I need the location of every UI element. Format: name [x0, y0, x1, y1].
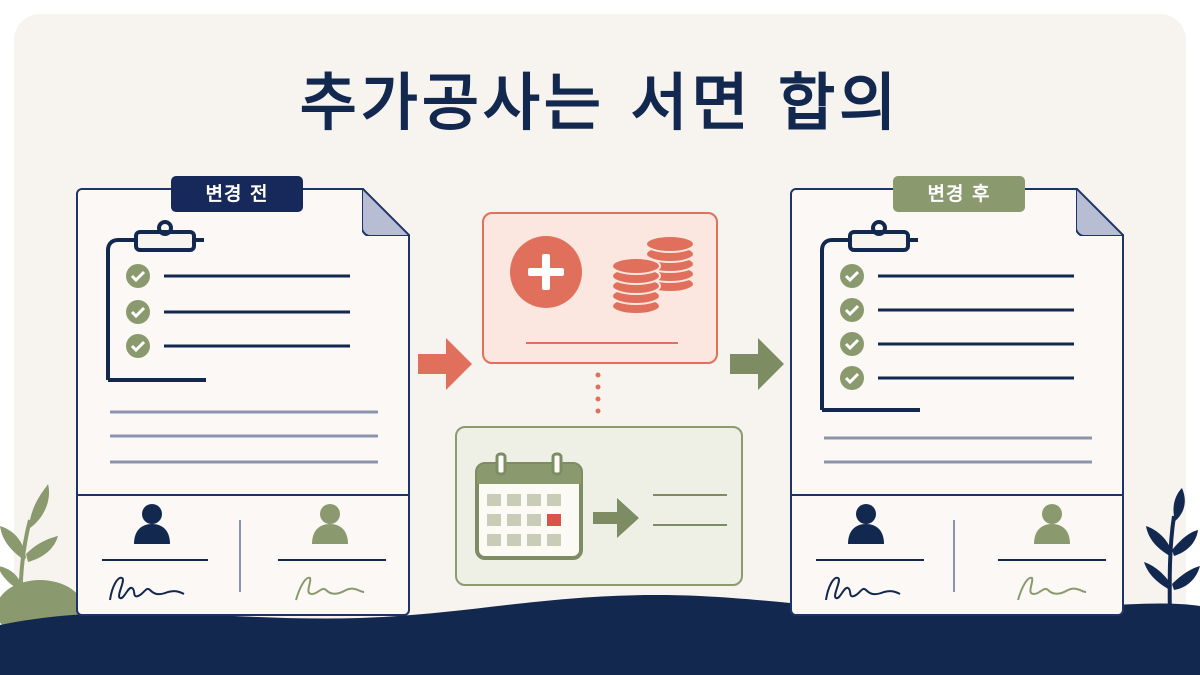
signature-split: [239, 520, 241, 592]
checkmark-icon: [840, 264, 864, 288]
checkmark-icon: [126, 334, 150, 358]
cost-line: [526, 342, 678, 344]
person-icon: [312, 504, 348, 544]
signature-icon: [109, 576, 185, 601]
additional-cost-card: [482, 212, 718, 364]
signature-icon: [825, 576, 901, 601]
signature-lines: [102, 559, 386, 601]
folded-corner-icon: [362, 188, 410, 236]
checklist: [126, 264, 350, 358]
arrow-right-icon: [730, 338, 784, 390]
arrow-right-icon: [418, 338, 472, 390]
plus-icon: [510, 236, 582, 308]
checkmark-icon: [126, 300, 150, 324]
tag-after: 변경 후: [893, 176, 1025, 212]
text-lines: [110, 410, 378, 464]
signature-lines: [816, 559, 1106, 601]
document-before: [76, 188, 410, 616]
document-after: [790, 188, 1124, 616]
clipboard-icon: [106, 220, 206, 382]
checkmark-icon: [126, 264, 150, 288]
schedule-change-card: [455, 426, 743, 586]
page-title: 추가공사는 서면 합의: [299, 66, 901, 139]
signature-icon: [1017, 576, 1087, 601]
person-icon: [1034, 504, 1070, 544]
signature-icon: [295, 576, 365, 601]
checkmark-icon: [840, 298, 864, 322]
arrow-right-icon: [593, 498, 639, 538]
person-icon: [134, 504, 170, 544]
person-icon: [848, 504, 884, 544]
folded-corner-icon: [1076, 188, 1124, 236]
checkmark-icon: [840, 332, 864, 356]
checkmark-icon: [840, 366, 864, 390]
schedule-line: [653, 524, 727, 526]
schedule-line: [653, 494, 727, 496]
coins-icon: [611, 235, 695, 315]
text-lines: [824, 436, 1092, 464]
signature-split: [953, 520, 955, 592]
highlighted-day: [547, 514, 561, 526]
dotted-connector: [595, 372, 601, 414]
checklist: [840, 264, 1074, 390]
signature-divider: [78, 494, 408, 496]
tag-before: 변경 전: [171, 176, 303, 212]
calendar-icon: [475, 452, 583, 560]
clipboard-icon: [820, 220, 920, 412]
signature-divider: [792, 494, 1122, 496]
